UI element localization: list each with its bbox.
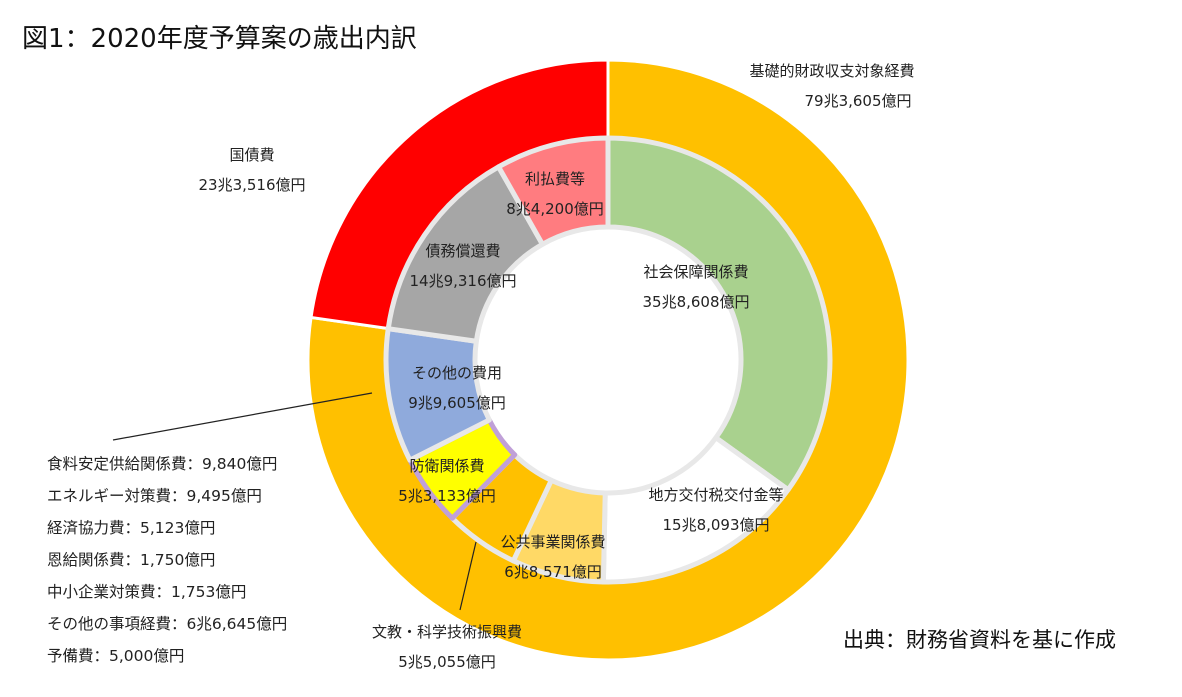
other-item: 中小企業対策費：1,753億円 xyxy=(47,583,247,601)
label-interest-name: 利払費等 xyxy=(525,170,585,188)
other-item: その他の事項経費：6兆6,645億円 xyxy=(47,615,288,633)
label-local-name: 地方交付税交付金等 xyxy=(648,486,783,504)
label-outer-debt-name: 国債費 xyxy=(229,146,274,164)
label-outer-general-name: 基礎的財政収支対象経費 xyxy=(749,62,914,80)
other-items-list: 食料安定供給関係費：9,840億円 エネルギー対策費：9,495億円 経済協力費… xyxy=(47,448,287,672)
label-public-works-name: 公共事業関係費 xyxy=(500,533,605,551)
other-item: 経済協力費：5,123億円 xyxy=(47,519,216,537)
other-item: 予備費：5,000億円 xyxy=(47,647,185,665)
leader-line-education xyxy=(459,541,477,611)
source-note: 出典：財務省資料を基に作成 xyxy=(843,628,1116,652)
slice-social-security xyxy=(605,135,833,493)
inner-ring xyxy=(383,135,833,585)
label-debt-repay-name: 債務償還費 xyxy=(425,242,500,260)
label-social-value: 35兆8,608億円 xyxy=(642,293,749,311)
slice-labels: 基礎的財政収支対象経費 79兆3,605億円 国債費 23兆3,516億円 社会… xyxy=(198,62,914,671)
other-item: 食料安定供給関係費：9,840億円 xyxy=(47,455,278,473)
label-social-name: 社会保障関係費 xyxy=(643,263,748,281)
label-local-value: 15兆8,093億円 xyxy=(662,516,769,534)
label-outer-debt-value: 23兆3,516億円 xyxy=(198,176,305,194)
label-other-value: 9兆9,605億円 xyxy=(408,394,506,412)
label-defense-name: 防衛関係費 xyxy=(409,457,484,475)
label-debt-repay-value: 14兆9,316億円 xyxy=(409,272,516,290)
label-defense-value: 5兆3,133億円 xyxy=(398,487,496,505)
label-outer-general-value: 79兆3,605億円 xyxy=(804,92,911,110)
chart-title: 図1：2020年度予算案の歳出内訳 xyxy=(22,24,417,54)
leader-line-other xyxy=(112,392,373,441)
slice-interest-payments xyxy=(496,135,611,247)
label-public-works-value: 6兆8,571億円 xyxy=(504,563,602,581)
label-other-name: その他の費用 xyxy=(412,364,502,382)
label-education-value: 5兆5,055億円 xyxy=(398,653,496,671)
other-item: 恩給関係費：1,750億円 xyxy=(47,551,216,569)
label-interest-value: 8兆4,200億円 xyxy=(506,200,604,218)
leader-lines xyxy=(112,392,477,611)
label-education-name: 文教・科学技術振興費 xyxy=(372,623,522,641)
other-item: エネルギー対策費：9,495億円 xyxy=(47,487,262,505)
